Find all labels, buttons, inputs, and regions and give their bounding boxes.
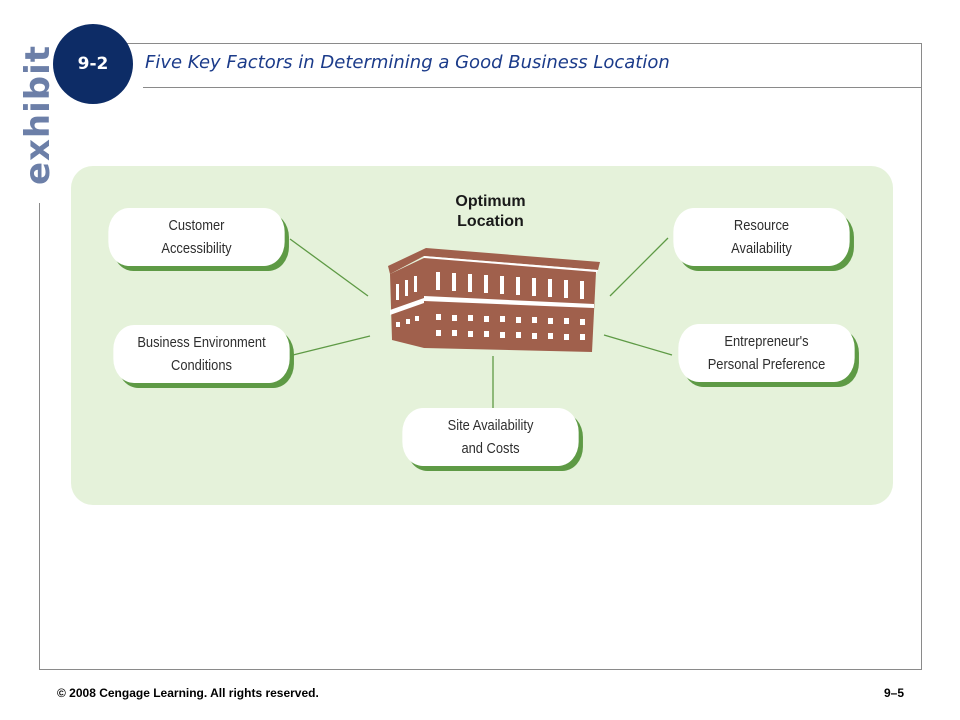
exhibit-number-badge: 9-2 xyxy=(53,24,133,104)
connector-business xyxy=(292,335,371,356)
title-rule xyxy=(143,87,922,88)
building-icon xyxy=(388,248,600,352)
factor-resource-availability: Resource Availability xyxy=(673,208,850,266)
connector-resource xyxy=(609,237,669,297)
factor-site-availability: Site Availability and Costs xyxy=(402,408,579,466)
optimum-location-label: Optimum Location xyxy=(455,193,526,230)
connector-customer xyxy=(289,238,369,297)
page-title: Five Key Factors in Determining a Good B… xyxy=(145,52,670,73)
factor-business-environment: Business Environment Conditions xyxy=(113,325,290,383)
page-number: 9–5 xyxy=(883,686,904,700)
left-rule xyxy=(39,203,40,670)
factor-customer-accessibility: Customer Accessibility xyxy=(108,208,285,266)
exhibit-number: 9-2 xyxy=(77,54,109,74)
connector-entrepreneur xyxy=(603,334,673,356)
factor-entrepreneur-preference: Entrepreneur's Personal Preference xyxy=(678,324,855,382)
copyright-notice: © 2008 Cengage Learning. All rights rese… xyxy=(57,686,319,700)
slide-frame xyxy=(39,43,922,670)
